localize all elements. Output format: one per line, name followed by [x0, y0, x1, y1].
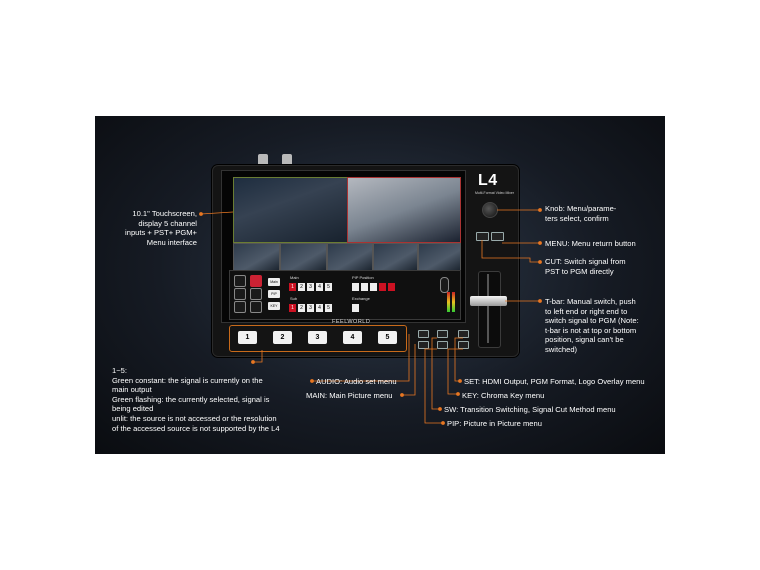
- annotation-line: switched): [545, 344, 578, 354]
- sw-button[interactable]: [437, 330, 448, 338]
- screen-menu-area: [229, 270, 461, 320]
- annotation-line: Menu interface: [146, 237, 197, 247]
- annotation-line: of the accessed source is not supported …: [112, 423, 280, 433]
- sw-annotation: SW: Transition Switching, Signal Cut Met…: [444, 405, 616, 414]
- tbar-slot: [478, 271, 501, 348]
- hdmi-jack: [258, 154, 268, 166]
- screen-source-box: 3: [307, 283, 314, 291]
- screen-pip-box: [352, 283, 359, 291]
- cut-button[interactable]: [476, 232, 489, 241]
- screen-volume-icon: [234, 288, 246, 300]
- screen-source-box: 1: [289, 304, 296, 312]
- annotation-line: T-bar: Manual switch, push: [545, 297, 636, 306]
- screen-pip-box: [379, 283, 386, 291]
- set-button[interactable]: [458, 330, 469, 338]
- screen-source-box: 2: [298, 283, 305, 291]
- screen-menu-icon: [250, 275, 262, 287]
- key-annotation: KEY: Chroma Key menu: [462, 391, 545, 400]
- screen-pip-box: [361, 283, 368, 291]
- annotation-line: unlit: the source is not accessed or the…: [112, 413, 277, 423]
- annotation-line: 1~5:: [112, 366, 127, 375]
- source-button-3[interactable]: 3: [308, 331, 327, 344]
- main-button[interactable]: [418, 341, 429, 349]
- annotation-line: 10.1" Touchscreen,: [132, 209, 197, 218]
- annotation-line: main output: [112, 385, 152, 395]
- audio-meter: [447, 292, 450, 312]
- screen-main-tag: Main: [268, 278, 280, 286]
- audio-button[interactable]: [418, 330, 429, 338]
- knob-annotation: Knob: Menu/parame- ters select, confirm: [545, 204, 650, 223]
- audio-annotation: AUDIO: Audio set menu: [316, 377, 397, 386]
- screen-source-box: 4: [316, 304, 323, 312]
- annotation-line: Green constant: the signal is currently …: [112, 375, 263, 385]
- mic-icon: [440, 277, 449, 293]
- screen-pip-box: [370, 283, 377, 291]
- screen-source-box: 1: [289, 283, 296, 291]
- cut-annotation: CUT: Switch signal from PST to PGM direc…: [545, 257, 655, 276]
- model-subtitle: Multi-Format Video Mixer: [475, 191, 515, 195]
- touchscreen-annotation: 10.1" Touchscreen, display 5 channel inp…: [105, 209, 197, 247]
- tbar-handle[interactable]: [470, 296, 507, 306]
- screen-pip-tag: PIP: [268, 290, 280, 298]
- menu-button[interactable]: [491, 232, 504, 241]
- screen-main-label: Main: [290, 275, 299, 280]
- source-button-2[interactable]: 2: [273, 331, 292, 344]
- source-button-5[interactable]: 5: [378, 331, 397, 344]
- screen-source-box: 5: [325, 304, 332, 312]
- screen-gear-icon: [250, 301, 262, 313]
- source-thumbnail: [280, 243, 327, 271]
- screen-pip-box: [388, 283, 395, 291]
- audio-meter: [452, 292, 455, 312]
- annotation-line: PST to PGM directly: [545, 266, 614, 276]
- annotation-line: CUT: Switch signal from: [545, 257, 626, 266]
- pst-preview-image: [233, 177, 348, 243]
- tbar-annotation: T-bar: Manual switch, push to left end o…: [545, 297, 660, 355]
- source-button-strip: [229, 325, 407, 352]
- screen-sub-label: Sub: [290, 296, 298, 301]
- set-annotation: SET: HDMI Output, PGM Format, Logo Overl…: [464, 377, 645, 386]
- model-name: L4: [478, 172, 498, 189]
- pip-button[interactable]: [437, 341, 448, 349]
- source-button-1[interactable]: 1: [238, 331, 257, 344]
- screen-exchange-label: Exchange: [352, 296, 370, 301]
- screen-source-box: 2: [298, 304, 305, 312]
- annotation-line: display 5 channel: [138, 218, 197, 228]
- screen-gear-icon: [234, 301, 246, 313]
- menu-annotation: MENU: Menu return button: [545, 239, 636, 248]
- source-button-4[interactable]: 4: [343, 331, 362, 344]
- screen-source-box: 4: [316, 283, 323, 291]
- hdmi-jack: [282, 154, 292, 166]
- annotation-line: Green flashing: the currently selected, …: [112, 394, 270, 404]
- annotation-line: switch signal to PGM (Note:: [545, 316, 639, 326]
- screen-setting-icon: [250, 288, 262, 300]
- annotation-line: position, signal can't be: [545, 335, 624, 345]
- brand-logo: FEELWORLD: [332, 319, 371, 325]
- buttons-annotation: 1~5: Green constant: the signal is curre…: [112, 366, 307, 433]
- annotation-line: to left end or right end to: [545, 306, 628, 316]
- tbar-track: [487, 274, 489, 343]
- annotation-line: Knob: Menu/parame-: [545, 204, 617, 213]
- screen-pip-position-label: PIP Position: [352, 275, 374, 280]
- pip-annotation: PIP: Picture in Picture menu: [447, 419, 542, 428]
- annotation-line: t-bar is not at top or bottom: [545, 325, 637, 335]
- screen-audio-icon: [234, 275, 246, 287]
- screen-source-box: 3: [307, 304, 314, 312]
- screen-source-box: 5: [325, 283, 332, 291]
- main-annotation: MAIN: Main Picture menu: [306, 391, 393, 400]
- key-button[interactable]: [458, 341, 469, 349]
- screen-key-tag: KEY: [268, 302, 280, 310]
- annotation-line: being edited: [112, 404, 154, 414]
- annotation-line: inputs + PST+ PGM+: [125, 228, 197, 238]
- pgm-preview-image: [347, 177, 461, 243]
- annotation-line: ters select, confirm: [545, 213, 609, 223]
- screen-exchange-box: [352, 304, 359, 312]
